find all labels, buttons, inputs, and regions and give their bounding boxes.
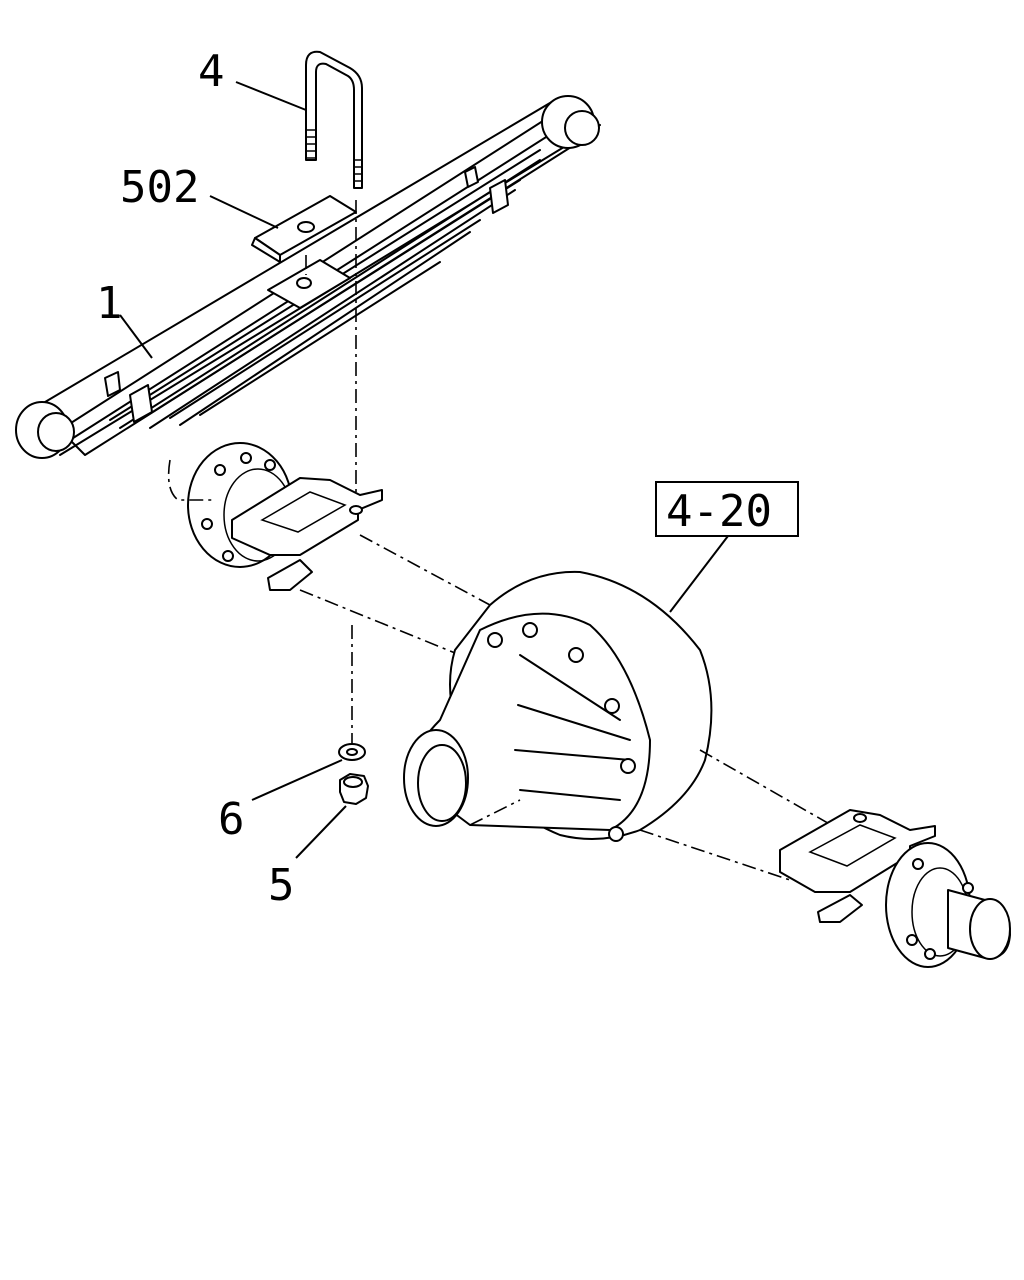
callout-4-20: 4-20 bbox=[666, 486, 772, 537]
leader-1 bbox=[119, 314, 153, 359]
reference-box bbox=[655, 481, 799, 537]
leader-4 bbox=[235, 81, 307, 111]
washer bbox=[338, 743, 366, 761]
axle-housing bbox=[167, 442, 1011, 968]
u-bolt bbox=[305, 50, 363, 189]
callout-6: 6 bbox=[218, 794, 245, 845]
leader-5 bbox=[295, 805, 347, 859]
callout-1: 1 bbox=[96, 278, 123, 329]
leader-502 bbox=[209, 195, 279, 229]
leaf-spring bbox=[15, 95, 601, 459]
callout-5: 5 bbox=[268, 860, 295, 911]
leader-4-20 bbox=[669, 535, 729, 613]
callout-4: 4 bbox=[198, 46, 225, 97]
callout-502: 502 bbox=[120, 162, 199, 213]
leader-6 bbox=[251, 759, 343, 801]
nut bbox=[339, 773, 369, 805]
